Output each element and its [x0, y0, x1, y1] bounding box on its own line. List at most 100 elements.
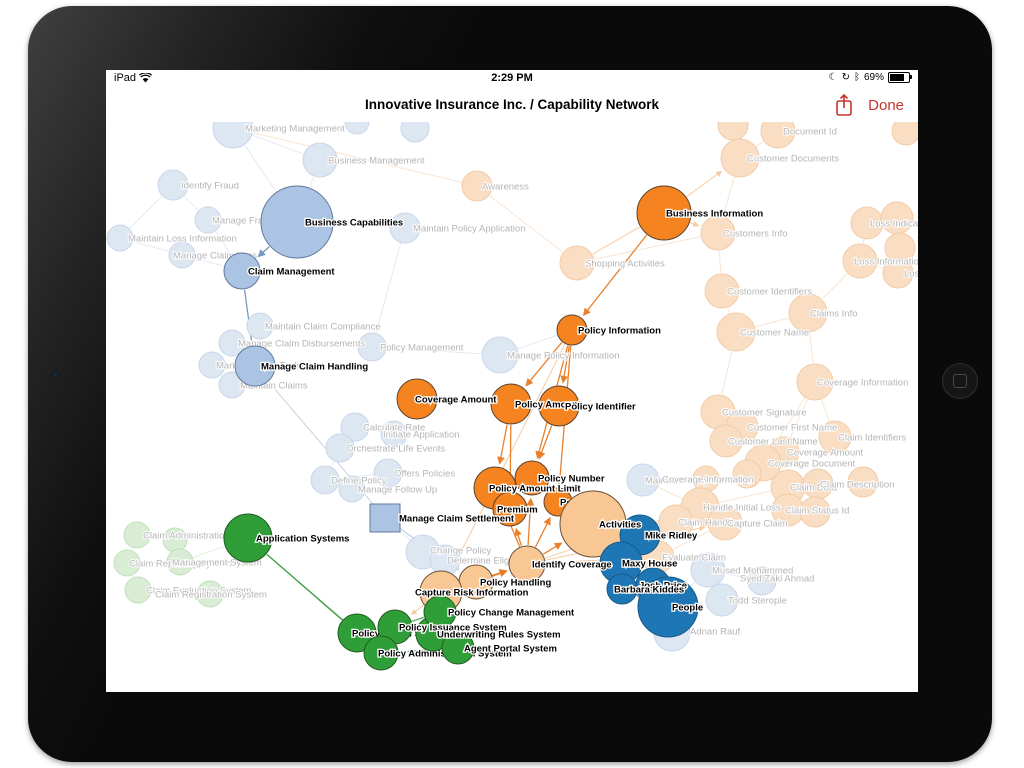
node-barbara-kiddes[interactable] [606, 573, 638, 605]
edge [375, 243, 402, 333]
edge [526, 497, 535, 546]
node-maintain-claim-compliance [246, 312, 274, 340]
node-label: Customer Name [740, 328, 809, 339]
node-manage-claim-t [198, 351, 226, 379]
node-identify-coverage[interactable] [508, 545, 546, 583]
node-label: Claim Status Id [785, 506, 849, 517]
node-claim-evaluation-system [124, 576, 152, 604]
edge [690, 221, 700, 227]
node-label: Application Systems [256, 534, 349, 545]
edge [133, 241, 169, 252]
done-button[interactable]: Done [868, 96, 904, 114]
screen: iPad 2:29 PM ☾ ↻ ᛒ 69% Innovative Insura… [106, 70, 918, 692]
edge [193, 545, 225, 558]
node-manage-policy-information [481, 336, 519, 374]
battery-percent: 69% [863, 72, 884, 83]
node-policy-identifier[interactable] [538, 385, 580, 427]
edge [150, 534, 224, 538]
edge [862, 239, 865, 244]
edge [525, 341, 563, 387]
node-label: Business Information [666, 209, 763, 220]
node-label: Loss Information [854, 257, 918, 268]
node-label: Evaluate Claim [662, 553, 726, 564]
edge [151, 590, 197, 594]
node-label: Customer Documents [747, 154, 839, 165]
node-policy-change-management[interactable] [423, 595, 457, 629]
node-manage-claim-handling[interactable] [234, 345, 276, 387]
node-policy-management [357, 332, 387, 362]
node-label: Maintain Loss Information [128, 234, 237, 245]
node-agent-portal-system[interactable] [441, 631, 475, 665]
edge [439, 396, 491, 405]
node-label: Claim Description [820, 480, 894, 491]
node-status-extra [799, 496, 831, 528]
edge [411, 616, 425, 622]
bluetooth-icon: ᛒ [853, 72, 860, 83]
node-label: Activities [599, 520, 641, 531]
edge [514, 527, 523, 547]
clock: 2:29 PM [491, 72, 533, 84]
node-label: Policy Amount Limit [489, 484, 581, 495]
node-label: Awareness [482, 182, 529, 193]
node-label: Manage Claim Handling [261, 362, 368, 373]
node-label: Document Id [783, 127, 837, 138]
edge [721, 351, 733, 395]
edges-layer [129, 132, 884, 654]
edge [215, 231, 232, 256]
node-mused-mohammed [690, 552, 726, 588]
node-policy-amount[interactable] [490, 383, 532, 425]
edge [545, 562, 600, 565]
node-premium[interactable] [492, 491, 528, 527]
share-icon[interactable] [834, 92, 854, 118]
node-awareness [461, 170, 493, 202]
node-application-systems[interactable] [223, 513, 273, 563]
node-label: Manage Claim Disbursements [238, 339, 365, 350]
node-label: Coverage Document [768, 459, 855, 470]
node-initiate-application [380, 420, 408, 448]
node-policy-number[interactable] [514, 460, 550, 496]
node-label: Policy Handling [480, 578, 551, 589]
node-label: Customers Info [723, 229, 787, 240]
node-label: Customer Last Name [728, 437, 818, 448]
page-title: Innovative Insurance Inc. / Capability N… [364, 97, 660, 112]
node-policy-administration-system[interactable] [363, 635, 399, 671]
node-label: Maintain Policy Application [413, 224, 525, 235]
node-claim-reporting-system [113, 549, 141, 577]
node-policy-admin-system[interactable] [337, 613, 377, 653]
node-business-information[interactable] [636, 185, 692, 241]
home-button[interactable] [942, 363, 978, 399]
edge [690, 581, 696, 587]
front-camera [52, 371, 59, 378]
node-coverage-amount[interactable] [396, 378, 438, 420]
node-todd-sterople [705, 583, 739, 617]
node-orchestrate-life-events [325, 433, 355, 463]
edge [333, 223, 390, 228]
node-top-right-cut [891, 116, 918, 146]
node-label: Coverage Information [662, 475, 753, 486]
node-claim-management[interactable] [223, 252, 261, 290]
node-maintain-loss-information [106, 224, 134, 252]
node-business-capabilities[interactable] [260, 185, 334, 259]
node-label: Loss Indicator [870, 219, 918, 230]
edge [672, 530, 710, 550]
node-manage-claim-settlement[interactable] [369, 503, 401, 533]
node-label: Manage Claim Settlement [399, 514, 515, 525]
node-label: Identify Fraud [181, 181, 239, 192]
node-label: Mike Ridley [645, 531, 698, 542]
node-manage-claim-disbursements [218, 329, 246, 357]
edge [252, 134, 304, 155]
node-calculate-rate [340, 412, 370, 442]
ipad-device-frame: iPad 2:29 PM ☾ ↻ ᛒ 69% Innovative Insura… [28, 6, 992, 762]
node-manage-claim-loss [168, 241, 196, 269]
node-people[interactable] [637, 576, 699, 638]
node-label: Customer Signature [722, 408, 806, 419]
node-claims-info [788, 293, 828, 333]
node-top-cut-2 [400, 113, 430, 143]
node-label: Policy Management [380, 343, 464, 354]
node-policy-information[interactable] [556, 314, 588, 346]
rotation-lock-icon: ↻ [841, 72, 850, 83]
carrier-label: iPad [114, 72, 137, 84]
